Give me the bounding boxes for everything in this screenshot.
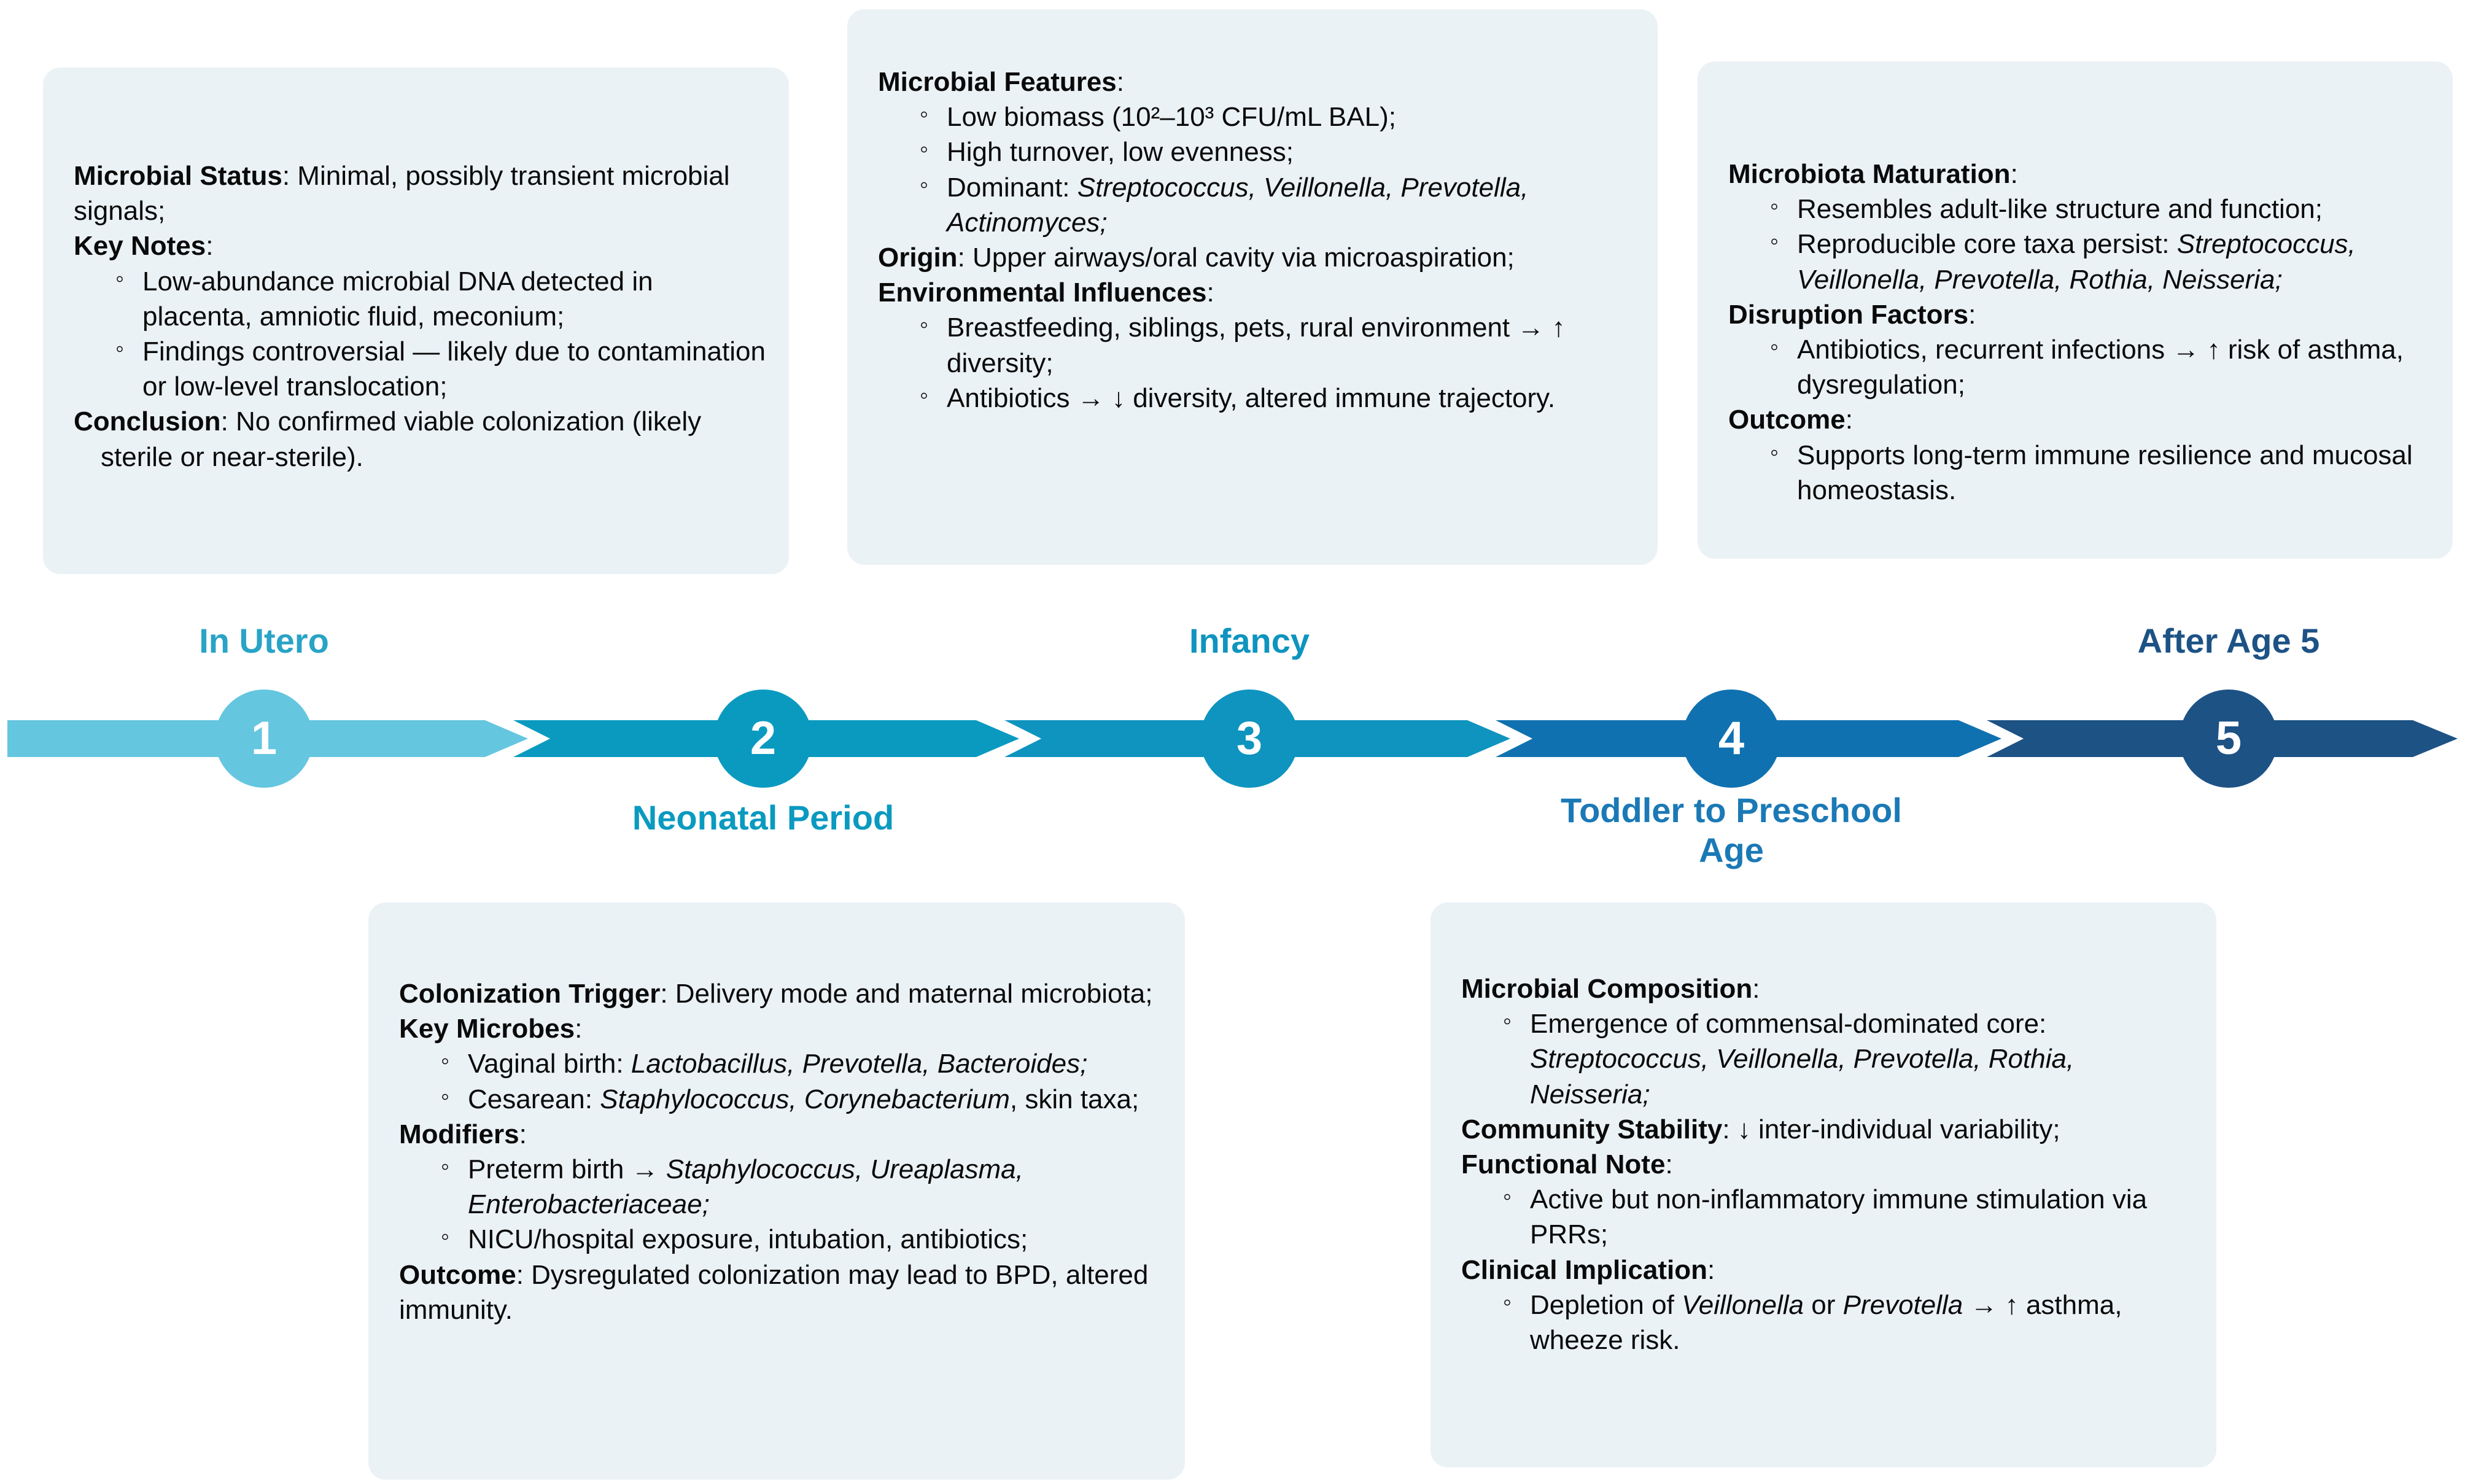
card-bullet-list: Low-abundance microbial DNA detected in … xyxy=(74,263,767,405)
card-in-utero: Microbial Status: Minimal, possibly tran… xyxy=(43,68,789,574)
card-label: Functional Note xyxy=(1461,1149,1666,1179)
card-paragraph: Colonization Trigger: Delivery mode and … xyxy=(399,979,1153,1009)
stage-label-after-age-5: After Age 5 xyxy=(2137,621,2320,660)
card-bullet-item: Emergence of commensal-dominated core: S… xyxy=(1498,1005,2194,1112)
card-neonatal-period-body: Colonization Trigger: Delivery mode and … xyxy=(399,976,1163,1327)
timeline-number-5: 5 xyxy=(2215,712,2242,764)
card-label: Microbial Status xyxy=(74,161,282,191)
card-bullet-list: Supports long-term immune resilience and… xyxy=(1728,436,2431,508)
card-bullet-item: Antibiotics → ↓ diversity, altered immun… xyxy=(915,379,1636,416)
card-heading: Microbial Composition: xyxy=(1461,974,1760,1004)
card-label: Microbial Features xyxy=(878,67,1117,97)
card-paragraph: Microbial Status: Minimal, possibly tran… xyxy=(74,161,730,227)
card-heading: Clinical Implication: xyxy=(1461,1254,1715,1285)
card-bullet-item: Cesarean: Staphylococcus, Corynebacteriu… xyxy=(436,1081,1163,1117)
card-bullet-item: Preterm birth → Staphylococcus, Ureaplas… xyxy=(436,1151,1163,1222)
card-bullet-item: NICU/hospital exposure, intubation, anti… xyxy=(436,1221,1163,1257)
card-heading: Key Microbes: xyxy=(399,1014,583,1044)
card-label: Outcome xyxy=(1728,405,1846,435)
card-neonatal-period: Colonization Trigger: Delivery mode and … xyxy=(368,903,1185,1480)
card-heading: Environmental Influences: xyxy=(878,278,1214,308)
stage-label-in-utero: In Utero xyxy=(199,621,329,660)
stage-label-neonatal-period: Neonatal Period xyxy=(632,798,895,837)
card-bullet-list: Vaginal birth: Lactobacillus, Prevotella… xyxy=(399,1045,1163,1117)
card-bullet-list: Depletion of Veillonella or Prevotella →… xyxy=(1461,1286,2194,1358)
card-label: Clinical Implication xyxy=(1461,1254,1707,1285)
card-heading: Outcome: xyxy=(1728,405,1853,435)
card-bullet-list: Low biomass (10²–10³ CFU/mL BAL);High tu… xyxy=(878,98,1636,240)
timeline-number-2: 2 xyxy=(750,712,777,764)
card-bullet-item: Vaginal birth: Lactobacillus, Prevotella… xyxy=(436,1045,1163,1081)
card-bullet-item: Depletion of Veillonella or Prevotella →… xyxy=(1498,1286,2194,1358)
stage-label-infancy: Infancy xyxy=(1189,621,1310,660)
card-label: Conclusion xyxy=(74,406,221,437)
card-bullet-list: Emergence of commensal-dominated core: S… xyxy=(1461,1005,2194,1112)
card-infancy: Microbial Features:Low biomass (10²–10³ … xyxy=(847,9,1658,565)
card-paragraph: Outcome: Dysregulated colonization may l… xyxy=(399,1259,1149,1325)
timeline-number-1: 1 xyxy=(250,712,278,764)
card-label: Modifiers xyxy=(399,1119,519,1149)
card-label: Key Microbes xyxy=(399,1014,575,1044)
card-bullet-item: Resembles adult-like structure and funct… xyxy=(1765,190,2431,227)
card-toddler-preschool: Microbial Composition:Emergence of comme… xyxy=(1430,903,2216,1467)
card-heading: Microbial Features: xyxy=(878,67,1125,97)
card-paragraph: Conclusion: No confirmed viable coloniza… xyxy=(74,406,702,472)
card-label: Colonization Trigger xyxy=(399,979,661,1009)
card-bullet-list: Antibiotics, recurrent infections → ↑ ri… xyxy=(1728,331,2431,402)
card-bullet-list: Active but non-inflammatory immune stimu… xyxy=(1461,1181,2194,1252)
card-infancy-body: Microbial Features:Low biomass (10²–10³ … xyxy=(878,64,1636,416)
card-bullet-item: Dominant: Streptococcus, Veillonella, Pr… xyxy=(915,169,1636,240)
card-label: Disruption Factors xyxy=(1728,299,1969,330)
card-bullet-item: Low biomass (10²–10³ CFU/mL BAL); xyxy=(915,98,1636,134)
timeline-number-3: 3 xyxy=(1236,712,1263,764)
card-bullet-item: Breastfeeding, siblings, pets, rural env… xyxy=(915,309,1636,380)
card-heading: Key Notes: xyxy=(74,231,214,262)
card-bullet-item: Antibiotics, recurrent infections → ↑ ri… xyxy=(1765,331,2431,402)
card-label: Microbial Composition xyxy=(1461,974,1753,1004)
card-heading: Microbiota Maturation: xyxy=(1728,159,2018,189)
card-toddler-preschool-body: Microbial Composition:Emergence of comme… xyxy=(1461,971,2194,1358)
card-after-age-5: Microbiota Maturation:Resembles adult-li… xyxy=(1698,61,2453,559)
card-bullet-list: Breastfeeding, siblings, pets, rural env… xyxy=(878,309,1636,416)
card-heading: Modifiers: xyxy=(399,1119,527,1149)
card-bullet-item: Active but non-inflammatory immune stimu… xyxy=(1498,1181,2194,1252)
card-label: Origin xyxy=(878,242,958,273)
card-paragraph: Origin: Upper airways/oral cavity via mi… xyxy=(878,242,1515,273)
card-bullet-item: High turnover, low evenness; xyxy=(915,133,1636,169)
card-bullet-list: Preterm birth → Staphylococcus, Ureaplas… xyxy=(399,1151,1163,1257)
card-bullet-item: Findings controversial — likely due to c… xyxy=(111,333,767,404)
card-label: Outcome xyxy=(399,1259,516,1290)
card-label: Key Notes xyxy=(74,231,206,262)
card-label: Community Stability xyxy=(1461,1114,1723,1144)
card-in-utero-body: Microbial Status: Minimal, possibly tran… xyxy=(74,158,767,475)
card-heading: Functional Note: xyxy=(1461,1149,1673,1179)
card-bullet-list: Resembles adult-like structure and funct… xyxy=(1728,190,2431,297)
card-bullet-item: Low-abundance microbial DNA detected in … xyxy=(111,263,767,334)
stage-label-toddler-preschool: Toddler to Preschool Age xyxy=(1561,791,1902,869)
timeline-number-4: 4 xyxy=(1718,712,1745,764)
card-after-age-5-body: Microbiota Maturation:Resembles adult-li… xyxy=(1728,157,2431,508)
card-label: Microbiota Maturation xyxy=(1728,159,2011,189)
card-label: Environmental Influences xyxy=(878,278,1207,308)
card-bullet-item: Supports long-term immune resilience and… xyxy=(1765,436,2431,508)
card-bullet-item: Reproducible core taxa persist: Streptoc… xyxy=(1765,225,2431,297)
card-paragraph: Community Stability: ↓ inter-individual … xyxy=(1461,1114,2060,1144)
card-heading: Disruption Factors: xyxy=(1728,299,1976,330)
